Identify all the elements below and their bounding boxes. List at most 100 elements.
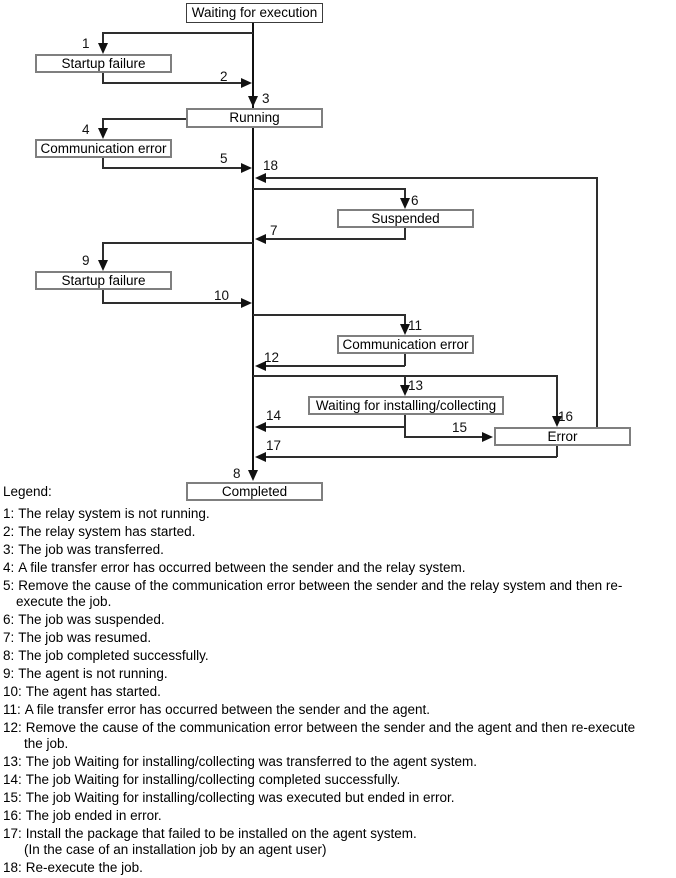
legend-item-text: Remove the cause of the communication er…	[16, 578, 623, 609]
legend-item: 15:The job Waiting for installing/collec…	[3, 790, 673, 806]
legend-item-number: 4:	[3, 560, 15, 575]
transition-number-label: 8	[233, 466, 241, 481]
connector-line	[102, 32, 253, 34]
legend-items: 1:The relay system is not running. 2:The …	[3, 506, 673, 876]
legend-item-text: Re-execute the job.	[25, 860, 143, 875]
transition-number-label: 11	[408, 318, 423, 333]
transition-number-label: 13	[408, 378, 424, 393]
arrowhead-down-icon	[98, 43, 108, 54]
legend-item-text: The job Waiting for installing/collectin…	[25, 754, 477, 769]
connector-line	[266, 365, 405, 367]
legend-item: 9:The agent is not running.	[3, 666, 673, 682]
legend-item-number: 17:	[3, 826, 22, 841]
legend-item: 3:The job was transferred.	[3, 542, 673, 558]
legend-item: 2:The relay system has started.	[3, 524, 673, 540]
arrowhead-down-icon	[98, 260, 108, 271]
legend-item-text: The job was transferred.	[18, 542, 164, 557]
transition-number-label: 15	[452, 420, 468, 435]
arrowhead-down-icon	[248, 470, 258, 481]
connector-line	[266, 238, 405, 240]
connector-line	[102, 242, 253, 244]
main-flow-line	[252, 23, 254, 472]
arrowhead-down-icon	[98, 128, 108, 139]
connector-line	[102, 302, 242, 304]
state-box-waiting-for-execution: Waiting for execution	[186, 3, 323, 23]
legend-item-text: A file transfer error has occurred betwe…	[24, 702, 431, 717]
legend-item-text: A file transfer error has occurred betwe…	[18, 560, 466, 575]
connector-line	[102, 32, 104, 44]
legend-item-text: The agent is not running.	[18, 666, 168, 681]
arrowhead-left-icon	[255, 361, 266, 371]
legend-item-number: 3:	[3, 542, 15, 557]
transition-number-label: 16	[558, 409, 574, 424]
transition-number-label: 14	[266, 408, 282, 423]
legend: Legend: 1:The relay system is not runnin…	[3, 484, 673, 878]
connector-line	[266, 456, 557, 458]
legend-item-number: 8:	[3, 648, 15, 663]
connector-line	[556, 446, 558, 457]
legend-item: 10:The agent has started.	[3, 684, 673, 700]
legend-item-number: 13:	[3, 754, 22, 769]
transition-number-label: 6	[411, 193, 419, 208]
transition-number-label: 5	[220, 151, 228, 166]
legend-item: 12:Remove the cause of the communication…	[3, 720, 673, 752]
legend-item: 17:Install the package that failed to be…	[3, 826, 673, 858]
connector-line	[596, 177, 598, 427]
legend-item-number: 6:	[3, 612, 15, 627]
transition-number-label: 1	[82, 36, 90, 51]
legend-item-text: The relay system is not running.	[18, 506, 210, 521]
legend-item-number: 18:	[3, 860, 22, 875]
legend-item-text: The job ended in error.	[25, 808, 162, 823]
legend-item-number: 12:	[3, 720, 22, 735]
connector-line	[266, 177, 597, 179]
legend-item-text: Install the package that failed to be in…	[24, 826, 417, 857]
legend-item-text: The job completed successfully.	[18, 648, 209, 663]
connector-line	[266, 426, 405, 428]
legend-item-number: 9:	[3, 666, 15, 681]
connector-line	[102, 118, 104, 129]
legend-item: 18:Re-execute the job.	[3, 860, 673, 876]
legend-heading: Legend:	[3, 484, 52, 499]
legend-item: 6:The job was suspended.	[3, 612, 673, 628]
connector-line	[253, 314, 405, 316]
arrowhead-down-icon	[400, 198, 410, 209]
transition-number-label: 7	[270, 223, 278, 238]
legend-item: 5:Remove the cause of the communication …	[3, 578, 673, 610]
arrowhead-down-icon	[400, 385, 410, 396]
arrowhead-left-icon	[255, 452, 266, 462]
legend-item-number: 5:	[3, 578, 15, 593]
arrowhead-down-icon	[248, 96, 258, 107]
legend-item-text: The job Waiting for installing/collectin…	[25, 790, 455, 805]
legend-item: 13:The job Waiting for installing/collec…	[3, 754, 673, 770]
legend-item-text: The job was resumed.	[18, 630, 152, 645]
legend-item: 1:The relay system is not running.	[3, 506, 673, 522]
connector-line	[102, 242, 104, 261]
transition-number-label: 9	[82, 253, 90, 268]
legend-item-text: Remove the cause of the communication er…	[24, 720, 636, 751]
transition-number-label: 4	[82, 122, 90, 137]
legend-item: 16:The job ended in error.	[3, 808, 673, 824]
transition-number-label: 3	[262, 91, 270, 106]
transition-number-label: 10	[214, 288, 230, 303]
arrowhead-down-icon	[400, 324, 410, 335]
legend-item-number: 15:	[3, 790, 22, 805]
state-box-completed: Completed	[186, 482, 323, 501]
connector-line	[556, 375, 558, 417]
connector-line	[404, 436, 483, 438]
legend-item-number: 10:	[3, 684, 22, 699]
connector-line	[102, 73, 104, 84]
arrowhead-left-icon	[255, 234, 266, 244]
state-box-error: Error	[494, 427, 631, 446]
legend-item: 7:The job was resumed.	[3, 630, 673, 646]
arrowhead-down-icon	[552, 416, 562, 427]
legend-item-number: 11:	[3, 702, 21, 717]
connector-line	[102, 167, 242, 169]
connector-line	[253, 188, 405, 190]
connector-line	[102, 118, 187, 120]
connector-line	[102, 82, 242, 84]
arrowhead-left-icon	[255, 422, 266, 432]
transition-number-label: 17	[266, 438, 282, 453]
state-box-waiting-for-installing-collecting: Waiting for installing/collecting	[308, 396, 504, 415]
state-box-startup-failure-2: Startup failure	[35, 271, 172, 290]
